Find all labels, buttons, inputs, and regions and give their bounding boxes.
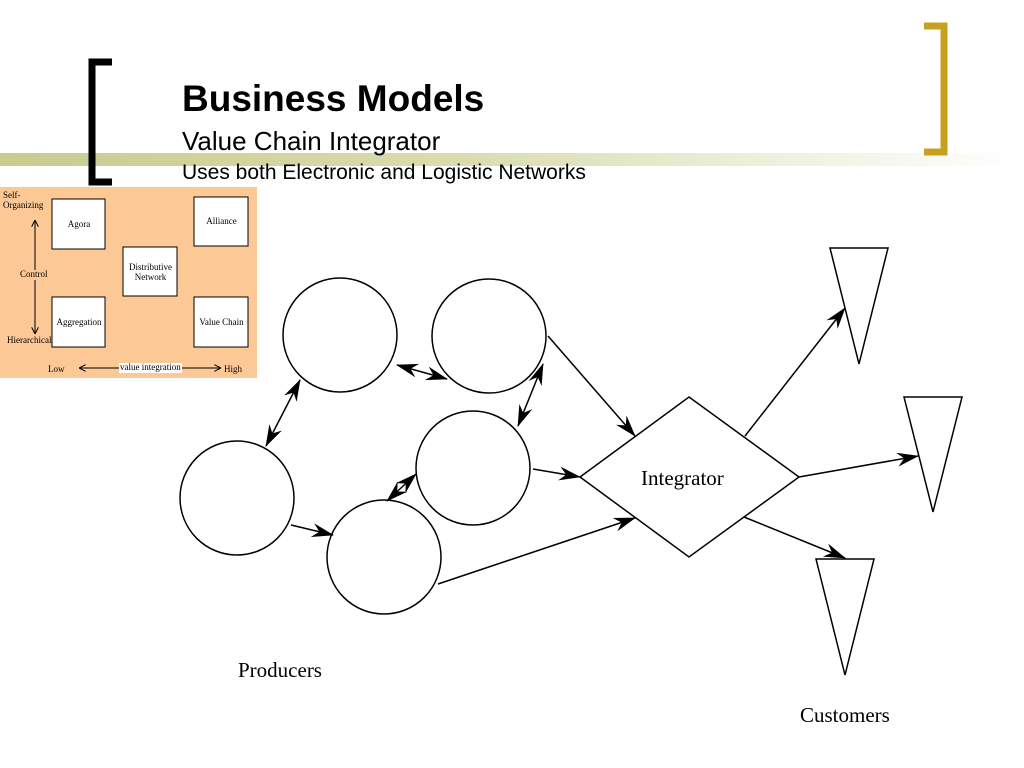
value-chain-box-frame	[193, 296, 249, 348]
agora-box-frame	[51, 198, 106, 250]
self-organizing-label: Self- Organizing	[3, 190, 44, 210]
business-model-quadrant: Self- Organizing Control Hierarchical Lo…	[0, 187, 257, 378]
arrow-top-right-to-middle	[517, 363, 544, 427]
slide-subtitle-2: Uses both Electronic and Logistic Networ…	[182, 161, 586, 184]
customer-triangle-top	[829, 247, 889, 365]
distributive-box-frame	[122, 246, 178, 297]
arrow-integrator-to-customer-middle	[798, 452, 919, 478]
arrow-top-right-to-integrator	[547, 335, 636, 437]
alliance-box-frame	[193, 196, 249, 247]
arrow-integrator-to-customer-bottom	[743, 516, 846, 559]
alliance-label: Alliance	[206, 216, 237, 226]
right-bracket	[924, 22, 948, 156]
producer-node-left	[179, 440, 295, 556]
value-integration-label: value integration	[119, 362, 182, 373]
quadrant-lines	[0, 196, 249, 378]
customers-label: Customers	[800, 703, 890, 727]
low-label: Low	[48, 364, 65, 374]
integrator-label: Integrator	[641, 466, 724, 490]
aggregation-box-frame	[51, 296, 106, 348]
integrator-diamond	[578, 396, 801, 558]
producer-node-bottom	[326, 499, 442, 615]
producer-node-middle	[415, 410, 531, 526]
accent-bar	[0, 153, 1024, 166]
hierarchical-label: Hierarchical	[7, 335, 52, 346]
agora-label: Agora	[67, 219, 91, 229]
producer-node-top-left	[282, 277, 398, 393]
producers-label: Producers	[238, 658, 322, 682]
arrow-middle-to-bottom	[386, 473, 417, 502]
slide-subtitle: Value Chain Integrator	[182, 126, 441, 156]
arrow-middle-to-integrator	[532, 466, 581, 481]
distributive-network-label: Distributive Network	[129, 262, 172, 282]
slide-title: Business Models	[182, 78, 485, 119]
producer-node-top-right	[431, 278, 547, 394]
arrow-left-to-bottom	[290, 523, 334, 537]
arrow-bottom-to-integrator	[437, 517, 636, 585]
customer-triangle-middle	[903, 396, 963, 513]
arrow-integrator-to-customer-top	[744, 307, 846, 437]
left-bracket	[88, 58, 112, 186]
value-chain-label: Value Chain	[199, 317, 244, 327]
aggregation-label: Aggregation	[56, 317, 102, 327]
customer-triangle-bottom	[815, 558, 875, 676]
arrow-top-left-to-top-right	[396, 363, 448, 381]
high-label: High	[224, 364, 242, 374]
control-label: Control	[20, 269, 48, 280]
arrow-top-left-to-left	[265, 379, 301, 447]
